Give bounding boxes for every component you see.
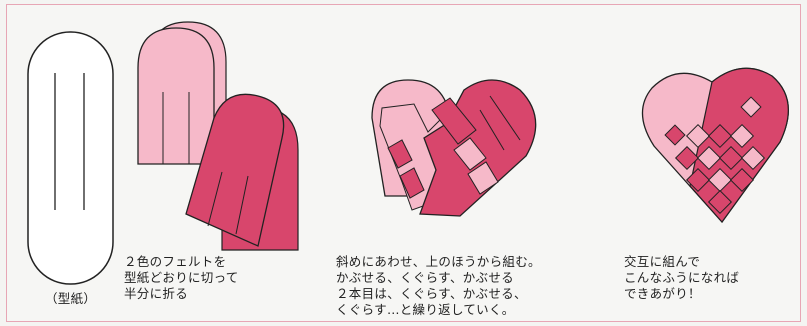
- pattern-template: [27, 31, 114, 285]
- pattern-caption: （型紙）: [45, 291, 97, 306]
- folded-felt-light: [137, 21, 227, 165]
- step4-caption-line-2: こんなふうになれば: [624, 270, 740, 285]
- step3-caption-line-2: かぶせる、くぐらす、かぶせる: [336, 270, 514, 285]
- step4-caption-line-3: できあがり！: [624, 286, 701, 301]
- folded-felt-dark: [185, 93, 299, 251]
- step2-caption-line-2: 型紙どおりに切って: [124, 270, 239, 285]
- weaving-heart-in-progress: [371, 79, 537, 217]
- step3-caption-line-3: ２本目は、くぐらす、かぶせる、: [336, 286, 527, 301]
- step3-caption-line-1: 斜めにあわせ、上のほうから組む。: [336, 254, 541, 269]
- step2-caption-line-3: 半分に折る: [124, 286, 189, 301]
- step3-caption-line-4: くぐらす…と繰り返していく。: [336, 302, 515, 317]
- step2-caption-line-1: ２色のフェルトを: [124, 254, 227, 269]
- completed-woven-heart: [641, 67, 789, 224]
- step4-caption-line-1: 交互に組んで: [624, 254, 701, 269]
